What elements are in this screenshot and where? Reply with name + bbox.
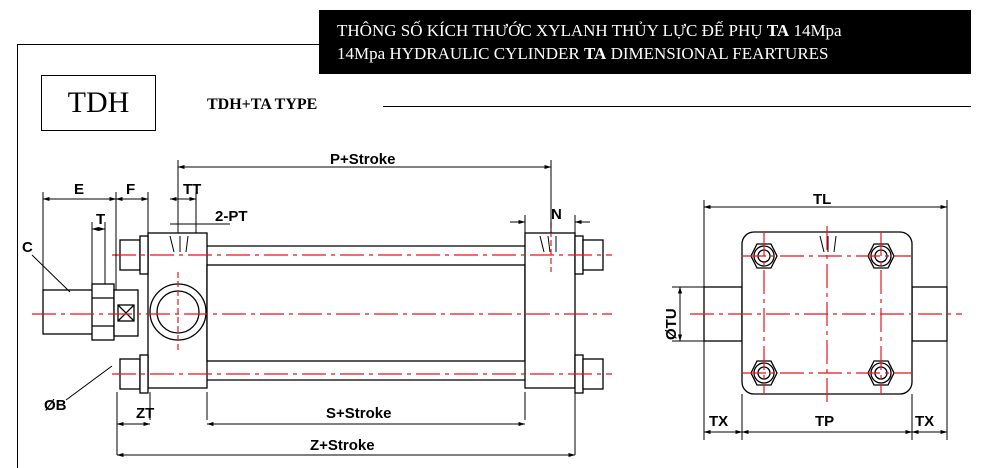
- title-banner: THÔNG SỐ KÍCH THƯỚC XYLANH THỦY LỰC ĐẾ P…: [319, 10, 971, 74]
- bolt-bottom-right: [867, 360, 895, 386]
- dim-t: T: [96, 211, 105, 228]
- bolt-top-left: [750, 243, 778, 269]
- rod-nut: [91, 283, 115, 341]
- side-view: [42, 232, 604, 394]
- side-dimensions: [31, 160, 590, 458]
- dim-tl: TL: [813, 191, 831, 208]
- dim-p-stroke: P+Stroke: [330, 151, 395, 168]
- dim-tx-right: TX: [915, 413, 934, 430]
- end-dimensions: [672, 200, 948, 440]
- piston-rod-end: [42, 289, 102, 335]
- dim-z-stroke: Z+Stroke: [310, 437, 375, 454]
- dim-n: N: [551, 206, 562, 223]
- drawing-frame-top: [17, 44, 319, 45]
- dim-tt: TT: [183, 181, 201, 198]
- dim-s-stroke: S+Stroke: [326, 405, 391, 422]
- model-code-box: TDH: [41, 75, 156, 131]
- dim-e: E: [74, 181, 84, 198]
- dim-zt: ZT: [136, 405, 154, 422]
- cylinder-tube: [206, 264, 526, 362]
- end-centerlines: [690, 226, 962, 402]
- dim-tx-left: TX: [709, 413, 728, 430]
- drawing-frame-left: [17, 44, 18, 468]
- model-code: TDH: [67, 86, 130, 119]
- type-label: TDH+TA TYPE: [207, 96, 318, 113]
- dim-c: C: [22, 239, 33, 256]
- dim-tp: TP: [815, 413, 834, 430]
- dim-2-pt: 2-PT: [215, 208, 248, 225]
- end-dimension-labels: TL ØTU TX TP TX: [663, 191, 934, 430]
- dim-ob: ØB: [44, 397, 67, 414]
- dim-f: F: [126, 181, 135, 198]
- title-vietnamese: THÔNG SỐ KÍCH THƯỚC XYLANH THỦY LỰC ĐẾ P…: [337, 21, 842, 40]
- rear-end-cap: [524, 232, 576, 389]
- title-english: 14Mpa HYDRAULIC CYLINDER TA DIMENSIONAL …: [337, 44, 829, 63]
- side-centerlines: [32, 222, 612, 375]
- type-rule: [383, 106, 971, 107]
- side-dimension-labels: P+Stroke E F TT T 2-PT N C ØB ZT S+Strok…: [22, 151, 562, 454]
- dim-otu: ØTU: [663, 308, 680, 340]
